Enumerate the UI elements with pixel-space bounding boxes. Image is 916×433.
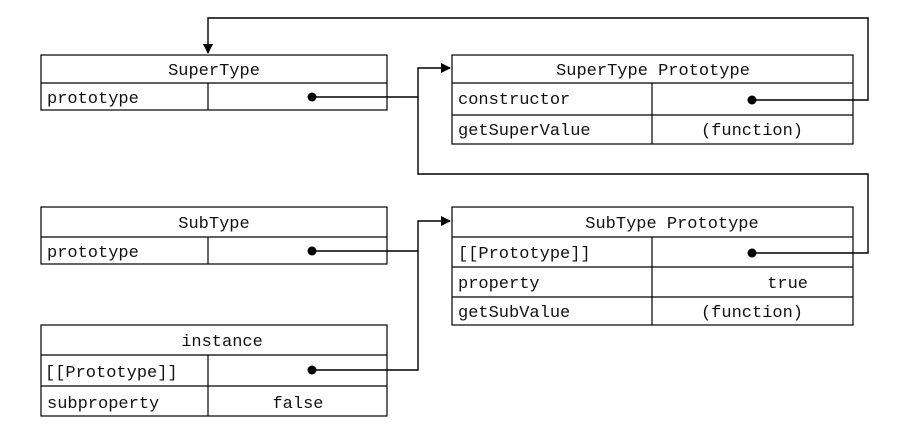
subtype-prototype-title: SubType Prototype [585, 215, 758, 234]
subtype-prototype-getsubvalue-value: (function) [701, 304, 803, 323]
supertype-prototype-title: SuperType Prototype [556, 62, 750, 81]
arrow-subtype-prototype-to-supertype-prototype [417, 97, 869, 254]
arrow-instance-to-subtype-prototype [312, 251, 419, 371]
subtype-title: SubType [178, 215, 249, 234]
instance-subproperty-label: subproperty [47, 395, 159, 414]
supertype-title: SuperType [168, 62, 260, 81]
subtype-prototype-proto-label: [[Prototype]] [458, 245, 591, 264]
instance-subproperty-value: false [272, 395, 323, 414]
subtype-prototype-label: prototype [47, 244, 139, 263]
supertype-prototype-getsupervalue-value: (function) [701, 122, 803, 141]
arrow-supertype-to-supertype-prototype [312, 63, 451, 98]
supertype-prototype-constructor-label: constructor [458, 91, 570, 110]
instance-object: instance [[Prototype]] subproperty false [40, 324, 388, 417]
arrow-subtype-to-subtype-prototype [312, 216, 451, 252]
supertype-object: SuperType prototype [40, 54, 388, 111]
supertype-prototype-getsupervalue-label: getSuperValue [458, 122, 591, 141]
supertype-prototype-object: SuperType Prototype constructor getSuper… [451, 54, 854, 145]
subtype-object: SubType prototype [40, 206, 388, 265]
subtype-prototype-property-label: property [458, 275, 540, 294]
instance-proto-label: [[Prototype]] [45, 364, 178, 383]
subtype-prototype-property-value: true [767, 275, 808, 294]
instance-title: instance [181, 333, 263, 352]
subtype-prototype-getsubvalue-label: getSubValue [458, 304, 570, 323]
subtype-prototype-object: SubType Prototype [[Prototype]] property… [451, 206, 854, 326]
arrow-constructor-to-supertype [203, 17, 869, 101]
supertype-prototype-label: prototype [47, 90, 139, 109]
